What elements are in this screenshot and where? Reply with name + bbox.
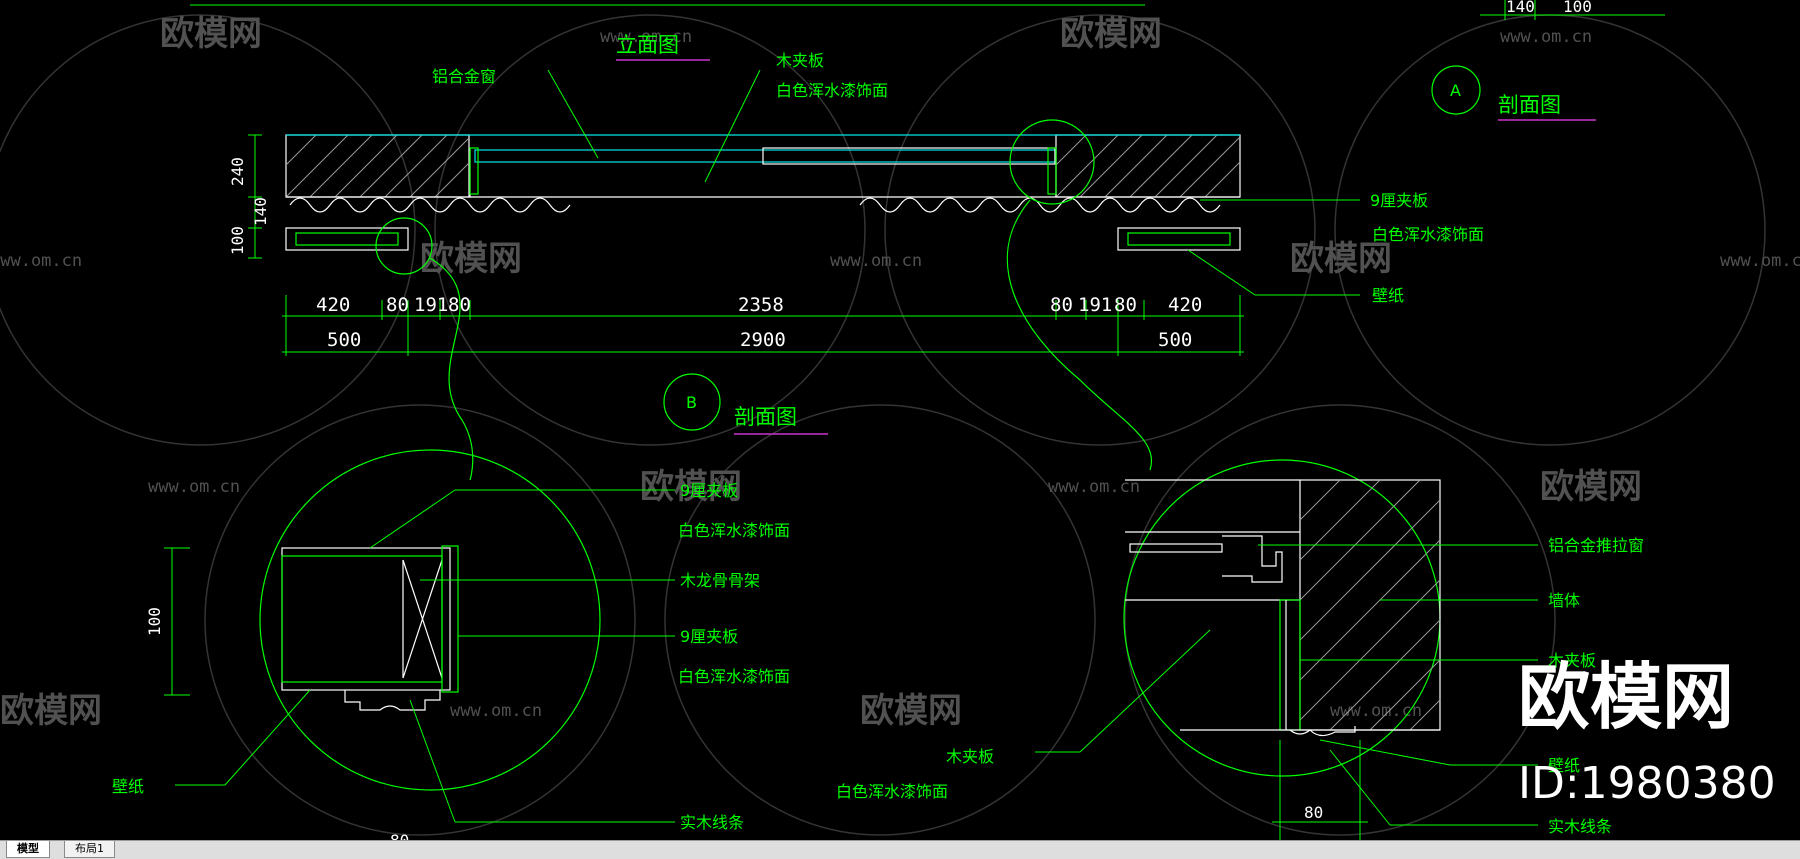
dim-row1-191: 191	[414, 294, 448, 316]
watermark-brand: 欧模网	[860, 691, 962, 731]
dim-row-2: 500 2900 500	[327, 329, 1192, 351]
section-a-detail: 铝合金推拉窗 墙体 木夹板 壁纸 实木线条 木夹板 白色浑水漆饰面 80 80	[390, 459, 1644, 840]
watermark-site: www.om.cn	[0, 251, 82, 271]
watermark-brand: 欧模网	[420, 239, 522, 279]
b-label-plywood-2: 9厘夹板	[680, 627, 738, 646]
left-wall-hatch	[285, 134, 470, 198]
section-a-marker: A	[1450, 81, 1461, 100]
a-label-paint-left: 白色浑水漆饰面	[836, 782, 948, 801]
callout-b-small	[375, 217, 433, 275]
watermark-site: www.om.cn	[1720, 251, 1800, 271]
watermark-site: www.om.cn	[1330, 701, 1422, 721]
dim-row1-191: 191	[1078, 294, 1112, 316]
dim-240: 240	[228, 157, 247, 186]
callout-a-connector	[1006, 199, 1153, 471]
a-label-wall: 墙体	[1548, 591, 1580, 610]
watermark-site: www.om.cn	[600, 27, 692, 47]
watermark-layer: 欧模网 欧模网 欧模网 欧模网 欧模网 欧模网 欧模网 欧模网 www.om.c…	[0, 14, 1800, 836]
label-wallpaper: 壁纸	[1372, 286, 1404, 305]
a-label-solid-wood: 实木线条	[1548, 817, 1612, 836]
dim-row2-2900: 2900	[740, 329, 786, 351]
dim-row-1: 420 80 191 80 2358 80 191 80 420	[316, 294, 1202, 316]
elevation-leaders	[547, 69, 1360, 296]
layout-tab-bar: 模型 布局1	[0, 840, 1800, 859]
tab-model[interactable]: 模型	[6, 841, 50, 858]
dim-row1-420-left: 420	[316, 294, 350, 316]
watermark-site: www.om.cn	[1500, 27, 1592, 47]
section-b-marker: B	[686, 393, 697, 412]
label-white-paint: 白色浑水漆饰面	[776, 81, 888, 100]
watermark-brand: 欧模网	[1060, 14, 1162, 54]
watermark-id-label: ID:1980380	[1518, 758, 1776, 809]
callout-b-connector	[429, 257, 474, 481]
window-frame	[286, 134, 1240, 198]
section-a-title: 剖面图	[1498, 93, 1561, 117]
dim-top-140: 140	[1506, 0, 1535, 16]
watermark-brand: 欧模网	[640, 467, 742, 507]
section-b-detail: 100 9厘夹板 白色浑水漆饰面 木龙骨骨架 9厘夹板 白色浑水漆饰面 壁纸 实…	[112, 449, 790, 832]
section-a-marker-circle	[1431, 65, 1481, 115]
dim-b-100: 100	[145, 607, 164, 636]
watermark-site: www.om.cn	[450, 701, 542, 721]
dim-top-100: 100	[1563, 0, 1592, 16]
b-label-paint-2: 白色浑水漆饰面	[678, 667, 790, 686]
b-label-paint: 白色浑水漆饰面	[678, 521, 790, 540]
curtain-waves	[289, 197, 1221, 213]
section-b-title: 剖面图	[734, 405, 797, 429]
cad-drawing-canvas[interactable]: 欧模网 欧模网 欧模网 欧模网 欧模网 欧模网 欧模网 欧模网 www.om.c…	[0, 0, 1800, 840]
a-label-wood-board: 木夹板	[1548, 651, 1596, 670]
b-label-plywood: 9厘夹板	[680, 481, 738, 500]
dim-140: 140	[251, 197, 270, 226]
dim-row1-80: 80	[448, 294, 471, 316]
label-wood-board: 木夹板	[776, 51, 824, 70]
dim-row1-2358: 2358	[738, 294, 784, 316]
watermark-large-brand: 欧模网	[1518, 655, 1734, 739]
b-label-solid-wood: 实木线条	[680, 813, 744, 832]
a-label-sliding-window: 铝合金推拉窗	[1548, 536, 1644, 555]
watermark-brand: 欧模网	[1540, 467, 1642, 507]
horizontal-dim-lines	[282, 295, 1244, 356]
label-plywood-9: 9厘夹板	[1370, 191, 1428, 210]
b-label-frame: 木龙骨骨架	[680, 571, 760, 590]
label-aluminum-window: 铝合金窗	[432, 67, 496, 86]
elevation-drawing: 140 100	[190, 0, 1665, 481]
watermark-brand: 欧模网	[0, 691, 102, 731]
watermark-brand: 欧模网	[160, 14, 262, 54]
watermark-site: www.om.cn	[148, 477, 240, 497]
dim-bottom-80: 80	[390, 831, 409, 840]
a-label-wallpaper: 壁纸	[1548, 756, 1580, 775]
dim-row2-500-left: 500	[327, 329, 361, 351]
label-white-paint-2: 白色浑水漆饰面	[1372, 225, 1484, 244]
dim-a-80: 80	[1304, 803, 1323, 822]
b-label-wallpaper: 壁纸	[112, 777, 144, 796]
dim-100: 100	[228, 226, 247, 255]
watermark-site: www.om.cn	[1048, 477, 1140, 497]
foreground-watermark: 欧模网 ID:1980380	[1518, 655, 1776, 809]
dim-row1-80: 80	[1114, 294, 1137, 316]
right-wall-hatch	[1055, 134, 1241, 198]
elevation-title: 立面图	[616, 33, 679, 57]
dim-row2-500-right: 500	[1158, 329, 1192, 351]
plywood-boxes	[285, 227, 1241, 251]
dim-row1-80: 80	[1050, 294, 1073, 316]
section-a-wall-hatch	[1299, 479, 1441, 731]
watermark-brand: 欧模网	[1290, 239, 1392, 279]
dim-row1-420-right: 420	[1168, 294, 1202, 316]
section-b-marker-circle	[663, 373, 721, 431]
a-label-wood-board-left: 木夹板	[946, 747, 994, 766]
callout-a-small	[1009, 119, 1095, 205]
tab-layout-1[interactable]: 布局1	[64, 841, 115, 858]
watermark-site: www.om.cn	[830, 251, 922, 271]
left-vertical-dims	[248, 134, 262, 259]
dim-row1-80: 80	[386, 294, 409, 316]
